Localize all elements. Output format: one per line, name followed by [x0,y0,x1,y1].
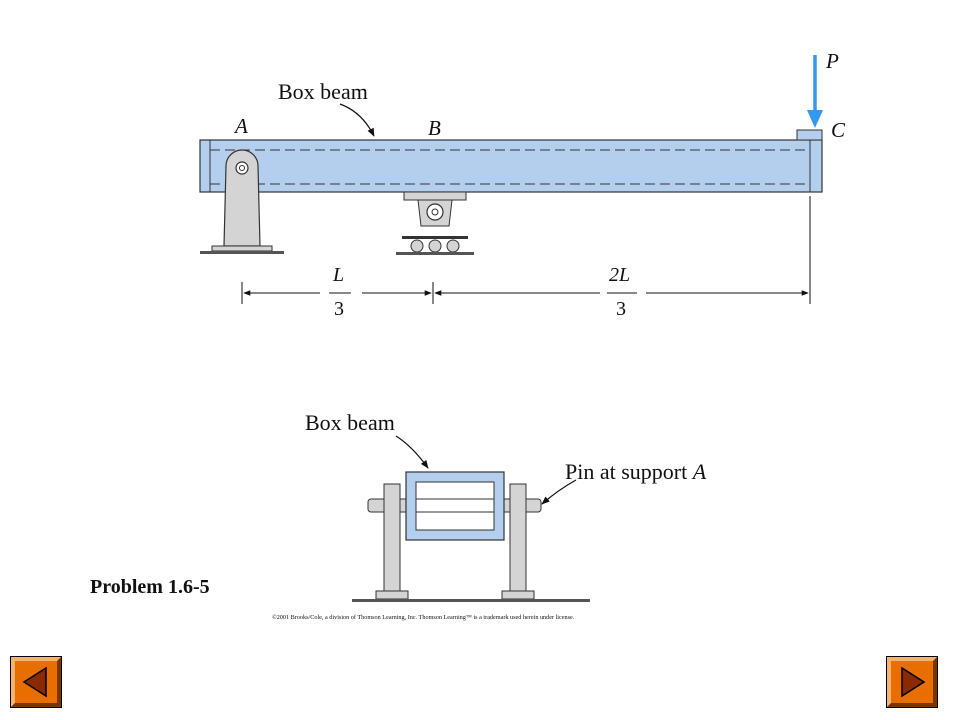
ground-end-view [352,599,590,602]
box-beam-leader [339,103,375,137]
roller-support-b [396,191,474,255]
box-beam-leader-end [395,435,429,469]
previous-slide-button[interactable] [10,656,62,708]
dimension-lines [241,196,811,304]
load-p-label: P [825,49,839,73]
next-slide-button[interactable] [886,656,938,708]
box-beam-label-end: Box beam [305,410,395,435]
triangle-right-icon [901,666,926,698]
end-view: Box beam Pin at support A [305,410,707,602]
pin-support-label: Pin at support A [565,459,707,484]
dim2-numerator: 2L [609,264,630,286]
box-beam-side [199,139,823,193]
ground-b [396,252,474,255]
dim1-denominator: 3 [334,298,344,320]
box-beam-label-side: Box beam [278,79,368,104]
dim2-denominator: 3 [616,298,626,320]
pin-leader [541,479,577,505]
end-support-left [375,483,409,600]
side-view: Box beam A B C P L 3 2L 3 [199,49,846,320]
copyright-notice: ©2001 Brooks/Cole, a division of Thomson… [272,614,575,621]
triangle-left-icon [22,666,47,698]
point-b-label: B [428,116,441,140]
problem-title: Problem 1.6-5 [90,576,210,598]
pin-support-a [200,149,284,254]
dim1-numerator: L [332,264,344,286]
point-a-label: A [233,114,248,138]
end-plate-c [796,129,823,141]
point-c-label: C [831,118,846,142]
ground-a [200,251,284,254]
